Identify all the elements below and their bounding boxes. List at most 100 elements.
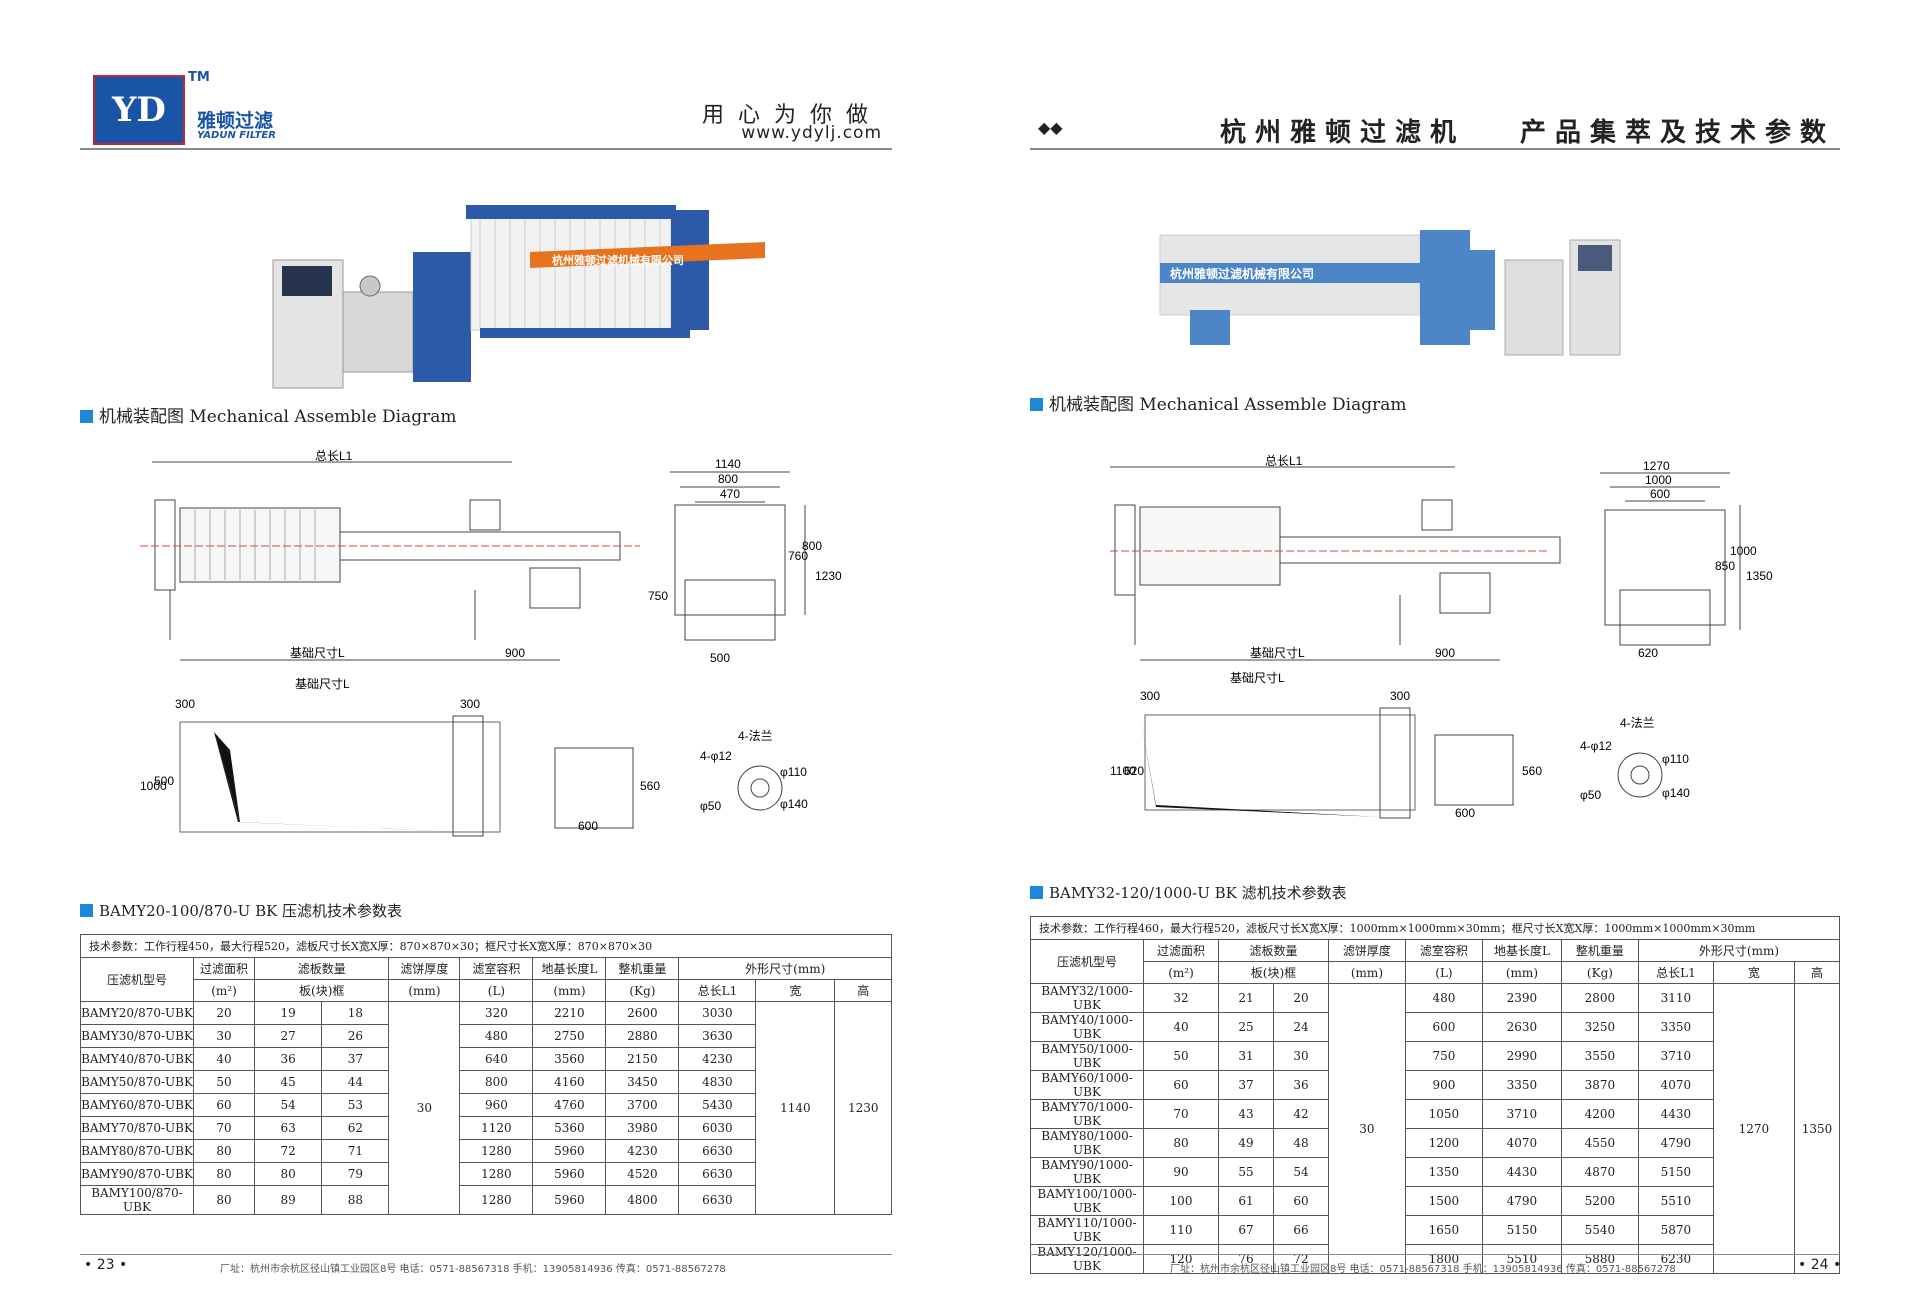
cell-area: 100 [1143,1186,1219,1216]
cell-total-length: 4070 [1637,1070,1714,1100]
cell-total-length: 6630 [678,1139,757,1163]
tech-params: 技术参数：工作行程450，最大行程520，滤板尺寸长X宽X厚：870×870×3… [80,934,892,958]
cell-plates: 72 [253,1139,323,1163]
cell-base-length: 3710 [1481,1099,1562,1129]
col-volume-unit: (L) [459,979,534,1002]
header-rule [80,148,892,150]
cell-base-length: 2750 [532,1024,607,1048]
cell-plates: 63 [253,1116,323,1140]
cell-area: 50 [1143,1041,1219,1071]
cell-volume: 480 [459,1024,534,1048]
slogan: 用心为你做 [701,103,882,128]
col-volume: 滤室容积 [1404,939,1483,962]
cell-volume: 960 [459,1093,534,1117]
col-outer: 外形尺寸(mm) [678,957,892,980]
cell-weight: 4550 [1560,1128,1639,1158]
dim-500: 500 [710,651,730,665]
col-weight: 整机重量 [605,957,680,980]
cell-total-length: 5870 [1637,1215,1714,1245]
filter-press-photo: 杭州雅顿过滤机械有限公司 [272,205,765,389]
company-logo: YD [93,75,185,145]
col-model: 压滤机型号 [80,957,194,1002]
cell-total-length: 4790 [1637,1128,1714,1158]
cell-base-length: 2630 [1481,1012,1562,1042]
cell-model: BAMY90/870-UBK [80,1162,194,1186]
cell-base-length: 4160 [532,1070,607,1094]
cell-total-length: 5430 [678,1093,757,1117]
dim-phi50: φ50 [700,799,721,813]
cell-base-length: 4070 [1481,1128,1562,1158]
col-cake-unit: (mm) [388,979,461,1002]
dim-phi12: 4-φ12 [1580,739,1612,753]
cell-model: BAMY70/1000-UBK [1030,1099,1144,1129]
cell-model: BAMY90/1000-UBK [1030,1157,1144,1187]
cell-volume: 640 [459,1047,534,1071]
cell-plates: 61 [1218,1186,1274,1216]
cell-weight: 3450 [605,1070,680,1094]
cell-weight: 2600 [605,1001,680,1025]
cell-plates: 43 [1218,1099,1274,1129]
cell-base-length: 3560 [532,1047,607,1071]
cell-area: 120 [1143,1244,1219,1274]
footer-address: 厂址：杭州市余杭区径山镇工业园区8号 电话：0571-88567318 手机：1… [1170,1264,1676,1275]
cell-total-length: 3350 [1637,1012,1714,1042]
col-outer: 外形尺寸(mm) [1637,939,1841,962]
cell-cake-thickness: 30 [1327,983,1406,1274]
dim-total-length: 总长L1 [315,449,353,463]
cell-model: BAMY120/1000-UBK [1030,1244,1144,1274]
cell-volume: 800 [459,1070,534,1094]
col-volume: 滤室容积 [459,957,534,980]
col-w: 宽 [1712,961,1795,984]
cell-model: BAMY20/870-UBK [80,1001,194,1025]
cell-volume: 900 [1404,1070,1483,1100]
dim-300-right: 300 [1390,689,1410,703]
cell-model: BAMY50/1000-UBK [1030,1041,1144,1071]
cell-base-length: 5150 [1481,1215,1562,1245]
cell-plates: 89 [253,1185,323,1215]
col-cake-unit: (mm) [1327,961,1406,984]
dim-300-right: 300 [460,697,480,711]
cell-base-length: 5510 [1481,1244,1562,1274]
cell-frames: 37 [321,1047,390,1071]
cell-area: 80 [1143,1128,1219,1158]
cell-frames: 62 [321,1116,390,1140]
cell-frames: 88 [321,1185,390,1215]
dim-750: 750 [648,589,668,603]
cell-plates: 80 [253,1162,323,1186]
dim-300-left: 300 [1140,689,1160,703]
bullet-square-icon [1030,886,1043,899]
cell-area: 40 [1143,1012,1219,1042]
cell-height: 1350 [1793,983,1841,1274]
cell-model: BAMY50/870-UBK [80,1070,194,1094]
col-base: 地基长度L [1481,939,1562,962]
cell-weight: 3980 [605,1116,680,1140]
col-volume-unit: (L) [1404,961,1483,984]
cell-total-length: 6030 [678,1116,757,1140]
cell-total-length: 3110 [1637,983,1714,1013]
col-plates: 滤板数量 [1218,939,1329,962]
page-number: • 23 • [84,1257,128,1273]
spec-table: 技术参数：工作行程460，最大行程520，滤板尺寸长X宽X厚：1000mm×10… [1030,916,1841,1274]
cell-model: BAMY40/1000-UBK [1030,1012,1144,1042]
cell-volume: 1350 [1404,1157,1483,1187]
cell-frames: 53 [321,1093,390,1117]
cell-total-length: 5150 [1637,1157,1714,1187]
col-area: 过滤面积 [1143,939,1219,962]
trademark-mark: TM [188,70,210,85]
cell-frames: 30 [1272,1041,1329,1071]
cell-model: BAMY110/1000-UBK [1030,1215,1144,1245]
tech-params: 技术参数：工作行程460，最大行程520，滤板尺寸长X宽X厚：1000mm×10… [1030,916,1840,940]
col-weight: 整机重量 [1560,939,1639,962]
cell-base-length: 4760 [532,1093,607,1117]
col-area-unit: (m²) [193,979,255,1002]
cell-volume: 1650 [1404,1215,1483,1245]
cell-frames: 44 [321,1070,390,1094]
bullet-square-icon [1030,398,1043,411]
cell-weight: 2150 [605,1047,680,1071]
